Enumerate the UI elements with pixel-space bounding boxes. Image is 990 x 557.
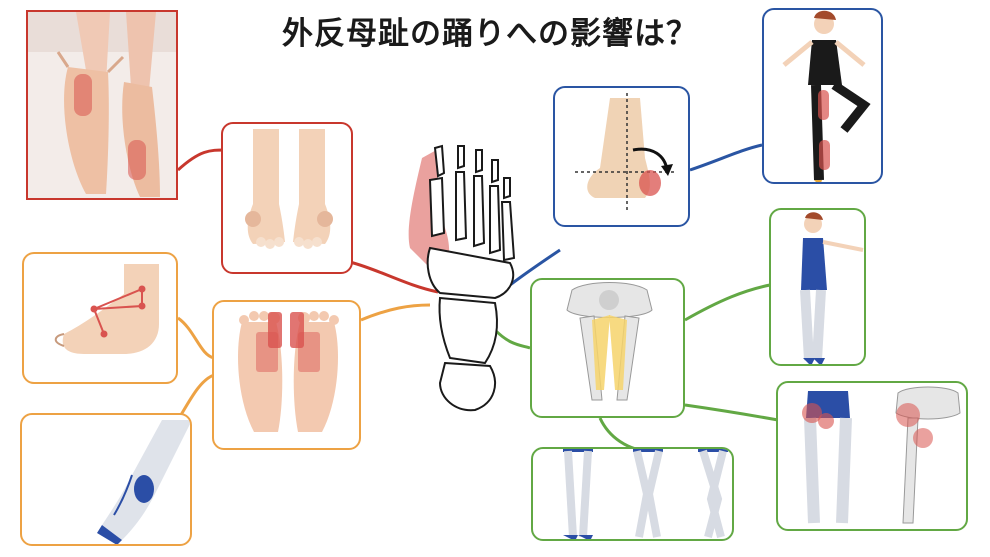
foot-arch-icon <box>54 264 159 354</box>
heel-rotation-panel <box>553 86 690 227</box>
foot-skeleton-icon <box>408 144 516 412</box>
leg-alignment-panel <box>531 447 734 541</box>
hip-pain-icon <box>802 386 961 524</box>
pointe-shoes-photo-icon <box>28 12 176 198</box>
bunion-feet-icon <box>245 129 333 249</box>
foot-soles-pressure-icon <box>238 311 339 432</box>
arabesque-dancer-panel <box>769 208 866 366</box>
leg-alignment-icon <box>563 449 728 539</box>
center-foot-skeleton <box>400 128 530 413</box>
pelvis-femur-panel <box>530 278 685 418</box>
soles-pressure-panel <box>212 300 361 450</box>
heel-rotation-icon <box>575 93 675 213</box>
arabesque-dancer-icon <box>800 212 864 364</box>
pelvis-femur-icon <box>566 282 653 401</box>
pointed-leg-panel <box>20 413 192 546</box>
foot-arch-panel <box>22 252 178 384</box>
hip-pain-panel <box>776 381 968 531</box>
pointe-shoes-photo <box>26 10 178 200</box>
passe-dancer-icon <box>782 10 871 182</box>
page-title: 外反母趾の踊りへの影響は？ <box>282 16 698 52</box>
bunion-feet-panel <box>221 122 353 274</box>
passe-dancer-panel <box>762 8 883 184</box>
pointed-leg-icon <box>97 420 190 544</box>
